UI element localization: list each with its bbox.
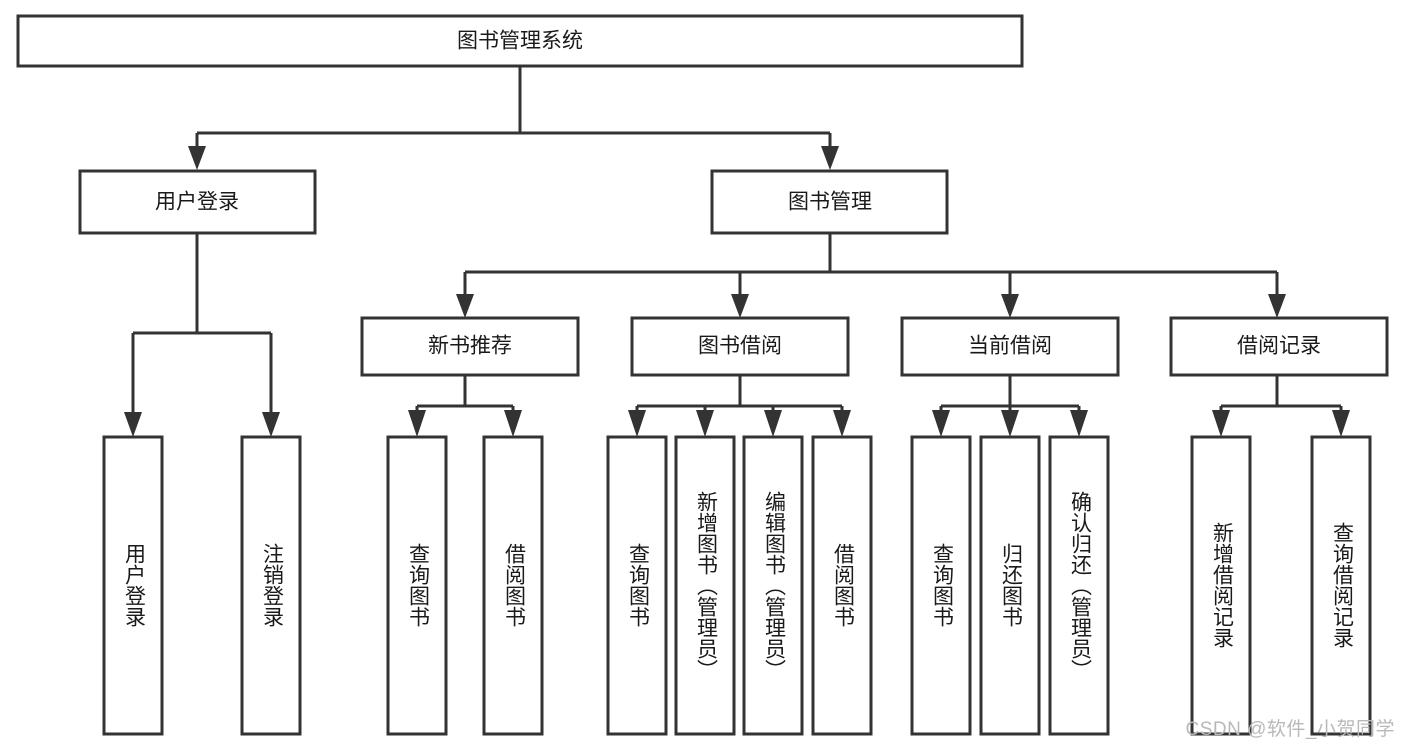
node-leaf-query-book-1-label: 查询图书 [406,543,430,627]
node-leaf-borrow-book-1-box[interactable] [482,435,544,736]
node-leaf-add-book-box[interactable] [674,435,736,736]
node-leaf-confirm-return-label: 确认归还（管理员） [1068,491,1092,680]
node-leaf-add-record-label: 新增借阅记录 [1210,522,1234,648]
node-leaf-edit-book-box[interactable] [742,435,804,736]
node-user-login-box[interactable] [78,169,317,235]
arrow-to-leaf-logout [262,412,280,437]
node-book-borrow-box[interactable] [630,316,850,377]
node-leaf-add-book-label: 新增图书（管理员） [694,491,718,680]
node-leaf-query-record-label: 查询借阅记录 [1330,522,1354,648]
node-leaf-add-book[interactable]: 新增图书（管理员） [674,435,736,736]
arrow-to-leaf-add-book [696,410,714,437]
arrow-to-current-borrow [1001,294,1019,318]
arrow-to-book-manage [821,146,839,170]
node-leaf-query-book-2[interactable]: 查询图书 [606,435,668,736]
node-leaf-query-book-2-box[interactable] [606,435,668,736]
node-current-borrow[interactable]: 当前借阅 [900,316,1120,377]
arrow-to-new-book-rec [456,294,474,318]
arrow-to-user-login [188,146,206,170]
node-new-book-rec-box[interactable] [360,316,580,377]
node-leaf-confirm-return[interactable]: 确认归还（管理员） [1048,435,1110,736]
node-book-manage-label: 图书管理 [788,191,872,214]
node-leaf-query-book-1[interactable]: 查询图书 [386,435,448,736]
node-leaf-borrow-book-2[interactable]: 借阅图书 [811,435,873,736]
node-current-borrow-box[interactable] [900,316,1120,377]
node-leaf-borrow-book-2-box[interactable] [811,435,873,736]
node-user-login-label: 用户登录 [155,191,239,214]
arrow-to-leaf-user-login [124,412,142,437]
node-book-borrow-label: 图书借阅 [698,335,782,358]
node-leaf-query-record[interactable]: 查询借阅记录 [1310,435,1372,736]
node-leaf-query-record-box[interactable] [1310,435,1372,736]
node-leaf-query-book-3-box[interactable] [910,435,972,736]
node-leaf-borrow-book-1[interactable]: 借阅图书 [482,435,544,736]
arrow-to-leaf-edit-book [764,410,782,437]
node-leaf-borrow-book-1-label: 借阅图书 [502,543,526,627]
node-book-borrow[interactable]: 图书借阅 [630,316,850,377]
node-current-borrow-label: 当前借阅 [968,335,1052,358]
node-leaf-edit-book-label: 编辑图书（管理员） [762,491,786,680]
arrow-to-leaf-borrow-book-2 [833,410,851,437]
node-borrow-record-box[interactable] [1169,316,1389,377]
node-root-label: 图书管理系统 [457,30,583,53]
node-book-manage-box[interactable] [710,169,949,235]
node-leaf-query-book-3-label: 查询图书 [930,543,954,627]
node-leaf-query-book-2-label: 查询图书 [626,543,650,627]
arrow-to-leaf-query-record [1332,410,1350,437]
node-leaf-return-book[interactable]: 归还图书 [979,435,1041,736]
arrow-to-book-borrow [731,294,749,318]
node-leaf-user-login-label: 用户登录 [122,543,146,627]
node-leaf-borrow-book-2-label: 借阅图书 [831,543,855,627]
connector-layer [124,67,1350,437]
node-leaf-query-book-1-box[interactable] [386,435,448,736]
node-leaf-user-login[interactable]: 用户登录 [102,435,164,736]
arrow-to-borrow-record [1268,294,1286,318]
arrow-to-leaf-return-book [1001,410,1019,437]
node-new-book-rec-label: 新书推荐 [428,335,512,358]
node-leaf-logout[interactable]: 注销登录 [240,435,302,736]
node-leaf-user-login-box[interactable] [102,435,164,736]
node-leaf-add-record[interactable]: 新增借阅记录 [1190,435,1252,736]
arrow-to-leaf-borrow-book-1 [504,410,522,437]
arrow-to-leaf-confirm-return [1070,410,1088,437]
node-borrow-record-label: 借阅记录 [1237,335,1321,358]
node-leaf-logout-label: 注销登录 [260,543,284,627]
arrow-to-leaf-query-book-3 [932,410,950,437]
node-borrow-record[interactable]: 借阅记录 [1169,316,1389,377]
node-book-manage[interactable]: 图书管理 [710,169,949,235]
arrow-to-leaf-add-record [1212,410,1230,437]
node-root[interactable]: 图书管理系统 [16,14,1024,68]
node-leaf-return-book-label: 归还图书 [999,543,1023,627]
node-root-box[interactable] [16,14,1024,68]
node-new-book-rec[interactable]: 新书推荐 [360,316,580,377]
node-user-login[interactable]: 用户登录 [78,169,317,235]
node-leaf-return-book-box[interactable] [979,435,1041,736]
node-leaf-add-record-box[interactable] [1190,435,1252,736]
node-leaf-query-book-3[interactable]: 查询图书 [910,435,972,736]
arrow-to-leaf-query-book-2 [628,410,646,437]
arrow-to-leaf-query-book-1 [408,410,426,437]
node-leaf-edit-book[interactable]: 编辑图书（管理员） [742,435,804,736]
node-leaf-logout-box[interactable] [240,435,302,736]
node-leaf-confirm-return-box[interactable] [1048,435,1110,736]
